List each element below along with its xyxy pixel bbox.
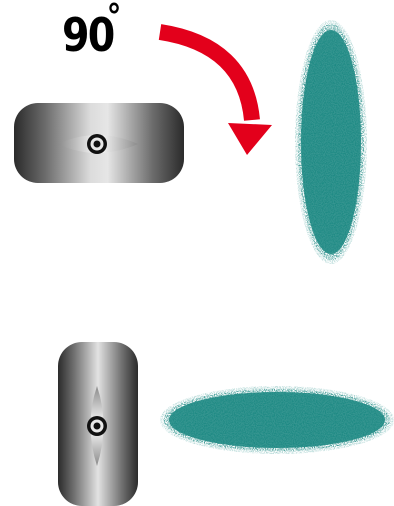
spray-pattern-vertical [295,20,367,264]
orifice-icon [87,134,107,154]
nozzle-horizontal-icon [14,103,184,183]
orifice-icon [87,416,107,436]
spray-pattern-horizontal [160,386,394,454]
nozzle-vertical-icon [58,342,138,506]
